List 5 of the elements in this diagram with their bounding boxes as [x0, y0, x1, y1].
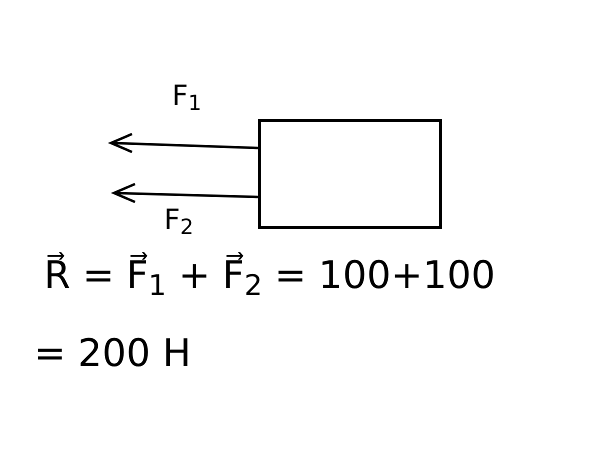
equation-text: = 200 Н — [34, 330, 192, 377]
body-rectangle — [258, 119, 442, 229]
force-label: F$_{1}$ — [172, 78, 202, 113]
equation-text: R⃗ = F⃗$_{1}$ + F⃗$_{2}$ = 100+100 — [44, 252, 496, 300]
force-label: F$_{2}$ — [164, 202, 194, 237]
